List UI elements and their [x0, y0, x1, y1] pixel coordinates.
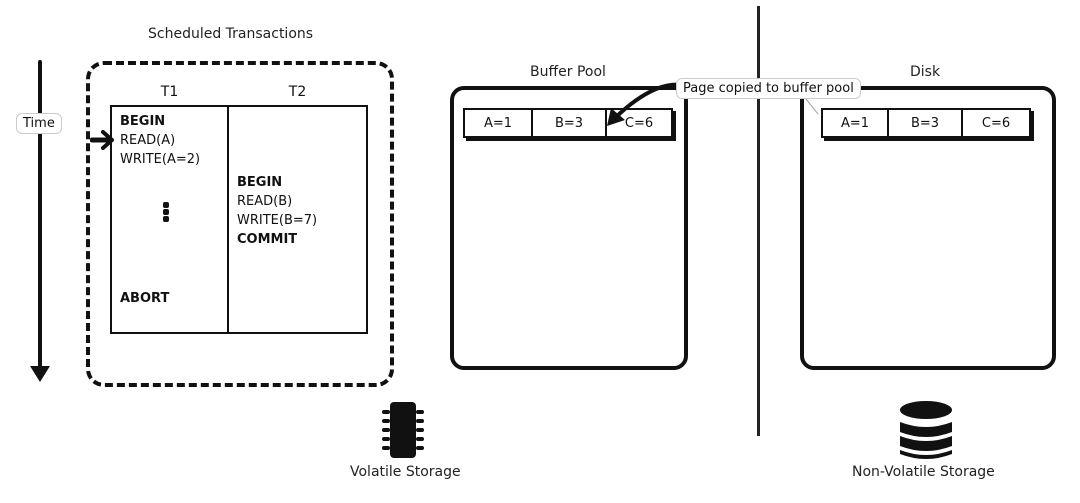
buffer-pool-cell-c: C=6 [624, 115, 654, 131]
t2-op-commit: COMMIT [237, 232, 298, 247]
transaction-schedule-table: T1 BEGIN READ(A) WRITE(A=2) ABORT T2 BEG… [110, 84, 368, 334]
volatile-storage-label: Volatile Storage [350, 464, 461, 480]
vertical-ellipsis-icon [163, 202, 169, 223]
non-volatile-storage-label: Non-Volatile Storage [852, 464, 995, 480]
t1-op-abort: ABORT [120, 291, 170, 306]
buffer-pool-page: A=1 B=3 C=6 [463, 108, 673, 138]
memory-chip-icon [382, 402, 424, 458]
buffer-pool-cell-b: B=3 [533, 110, 607, 136]
disk-cell-c: C=6 [981, 115, 1011, 131]
t1-op-begin: BEGIN [120, 114, 166, 129]
t2-op-write-b: WRITE(B=7) [237, 213, 318, 228]
time-label: Time [16, 113, 62, 134]
transaction-header-t2: T2 [288, 84, 307, 100]
disk-title: Disk [910, 64, 941, 80]
transaction-header-t1: T1 [160, 84, 179, 100]
disk-box [800, 86, 1056, 370]
buffer-pool-box [450, 86, 688, 370]
current-step-arrow-icon [90, 130, 114, 150]
buffer-pool-title: Buffer Pool [530, 64, 606, 80]
t1-op-read-a: READ(A) [120, 133, 176, 148]
database-icon [900, 401, 952, 459]
page-copied-callout: Page copied to buffer pool [676, 78, 861, 99]
scheduled-transactions-title: Scheduled Transactions [148, 26, 314, 42]
scheduled-transactions-container [86, 61, 394, 387]
disk-cell-a: A=1 [823, 110, 889, 136]
t1-op-write-a: WRITE(A=2) [120, 152, 201, 167]
time-axis-arrowhead-icon [30, 366, 50, 382]
transaction-column-t1: T1 BEGIN READ(A) WRITE(A=2) ABORT [112, 84, 229, 332]
volatile-nonvolatile-divider [757, 6, 760, 436]
t2-op-read-b: READ(B) [237, 194, 293, 209]
buffer-pool-cell-a: A=1 [465, 110, 533, 136]
transaction-column-t2: T2 BEGIN READ(B) WRITE(B=7) COMMIT [229, 84, 366, 332]
t2-op-begin: BEGIN [237, 175, 283, 190]
disk-cell-b: B=3 [889, 110, 963, 136]
time-axis-line [38, 60, 42, 370]
disk-page: A=1 B=3 C=6 [821, 108, 1031, 138]
